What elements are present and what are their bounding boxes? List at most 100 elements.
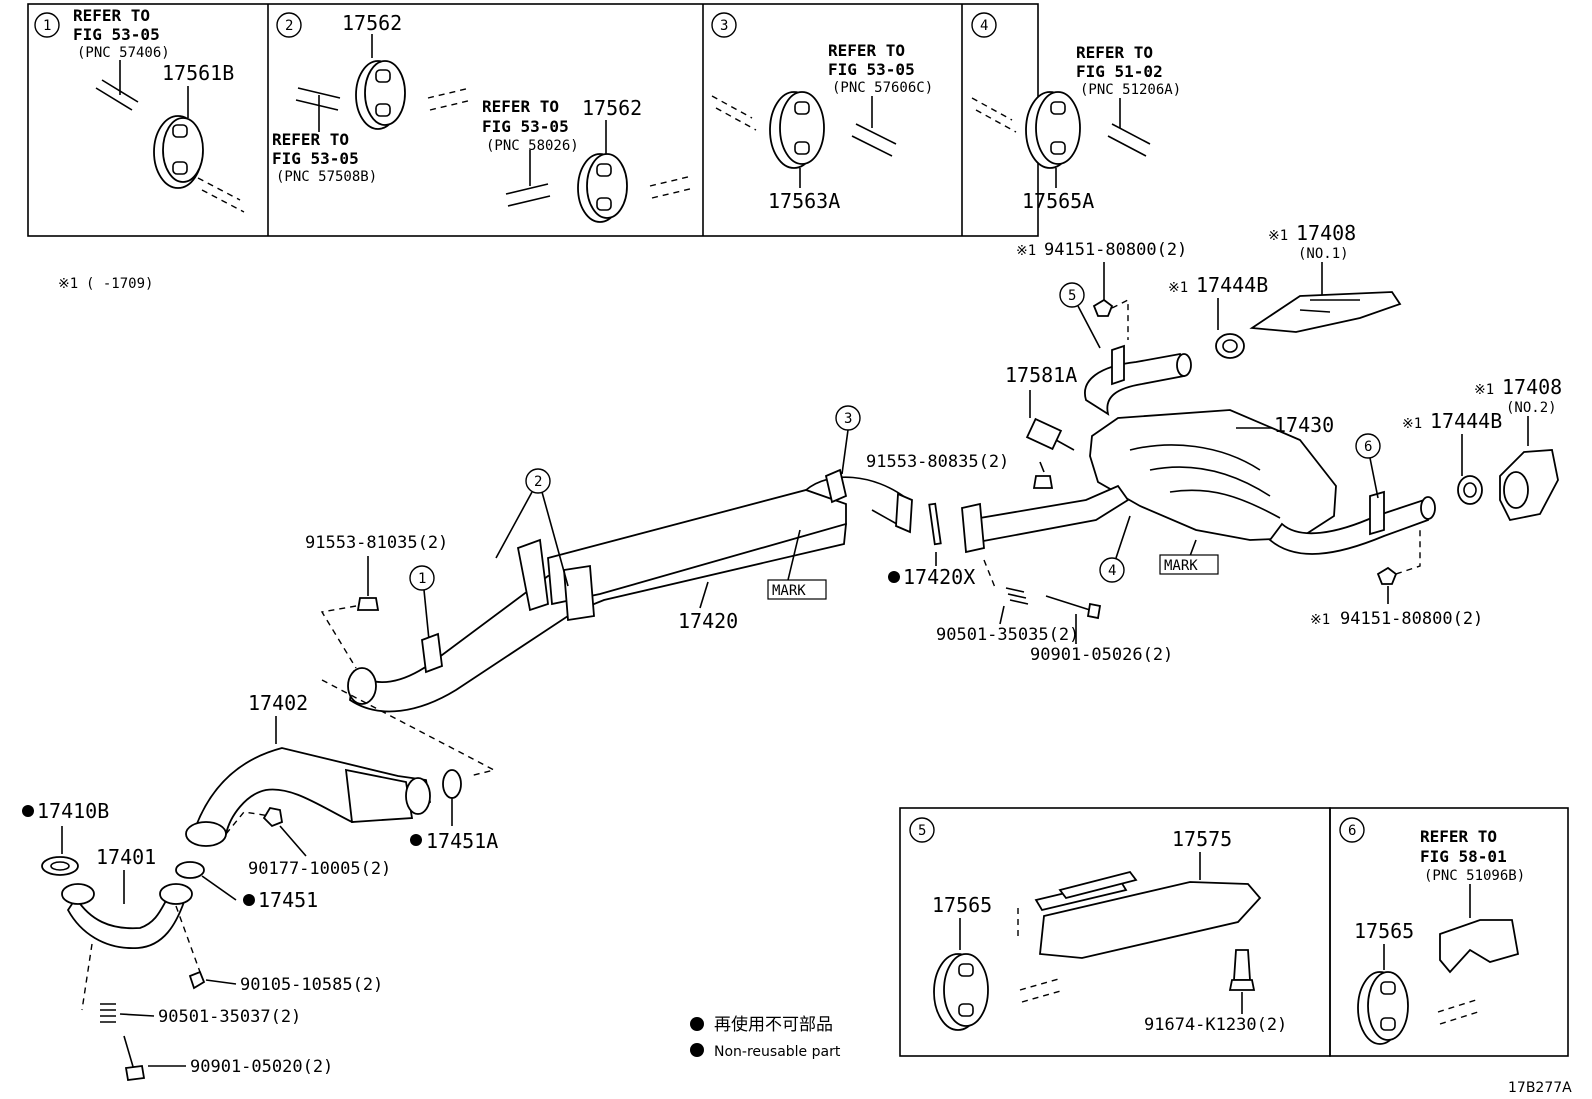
callout-3: 3 xyxy=(844,411,852,427)
catalytic-converter xyxy=(344,768,414,823)
note-symbol-4: ※1 xyxy=(1474,382,1494,398)
label-90177: 90177-10005(2) xyxy=(248,859,391,879)
gasket-icon xyxy=(1457,475,1483,505)
label-91553-81035: 91553-81035(2) xyxy=(305,533,448,553)
nut-icon xyxy=(262,806,284,828)
inset-3-refer-line1: REFER TO xyxy=(828,41,905,60)
label-17410B: 17410B xyxy=(37,799,109,823)
gasket-icon xyxy=(1215,333,1245,359)
inset-4-refer-line1: REFER TO xyxy=(1076,43,1153,62)
non-reusable-dot xyxy=(410,834,422,846)
inset-6-refer-line3: (PNC 51096B) xyxy=(1424,868,1525,884)
inset-4-part: 17565A xyxy=(1022,189,1094,213)
label-17408-no2: 17408 xyxy=(1502,375,1562,399)
label-90901-05026: 90901-05026(2) xyxy=(1030,645,1173,665)
inset-5-part-17575: 17575 xyxy=(1172,827,1232,851)
gasket-icon xyxy=(41,856,79,876)
mark-label-2: MARK xyxy=(1164,558,1198,574)
rubber-hanger-icon xyxy=(933,953,989,1031)
label-17451: 17451 xyxy=(258,888,318,912)
hanger-bracket xyxy=(1439,919,1520,974)
inset-4-number: 4 xyxy=(980,18,988,34)
inset-3: 3 REFER TO FIG 53-05 (PNC 57606C) 17563A xyxy=(711,12,933,213)
mark-label-1: MARK xyxy=(772,583,806,599)
nut-icon xyxy=(1092,298,1114,317)
label-94151-top: 94151-80800(2) xyxy=(1044,240,1187,260)
inset-2: 2 17562 REFER TO FIG 53-05 (PNC 57508B) … xyxy=(272,11,695,223)
inset-1-refer-line3: (PNC 57406) xyxy=(77,45,170,61)
bolt-icon xyxy=(1233,949,1251,981)
inset-2-part-b: 17562 xyxy=(582,96,642,120)
note-symbol-1: ※1 xyxy=(1016,243,1036,259)
gasket-icon xyxy=(175,861,205,879)
note-symbol-5: ※1 xyxy=(1402,416,1422,432)
label-94151-bottom: 94151-80800(2) xyxy=(1340,609,1483,629)
label-90501-35037: 90501-35037(2) xyxy=(158,1007,301,1027)
inset-3-number: 3 xyxy=(720,18,728,34)
callout-6: 6 xyxy=(1364,439,1372,455)
inset-3-part: 17563A xyxy=(768,189,840,213)
bolt-icon xyxy=(124,1064,146,1082)
front-section: 17402 90177-10005(2) 17451A 17410B 17401 xyxy=(22,679,498,1082)
figure-code: 17B277A xyxy=(1508,1080,1572,1096)
inset-4-refer-line3: (PNC 51206A) xyxy=(1080,82,1181,98)
sensor-icon xyxy=(1025,417,1063,451)
legend-dot xyxy=(690,1017,704,1031)
label-17408-no1: 17408 xyxy=(1296,221,1356,245)
inset-1: 1 REFER TO FIG 53-05 (PNC 57406) 17561B xyxy=(34,6,245,213)
non-reusable-dot xyxy=(243,894,255,906)
legend-en: Non-reusable part xyxy=(714,1044,841,1060)
inset-2-refer-b-line2: FIG 53-05 xyxy=(482,117,569,136)
inset-3-refer-line2: FIG 53-05 xyxy=(828,60,915,79)
label-17444B-top: 17444B xyxy=(1196,273,1268,297)
rubber-hanger-icon xyxy=(153,115,204,189)
callout-5: 5 xyxy=(1068,288,1076,304)
inset-5-part-17565: 17565 xyxy=(932,893,992,917)
hanger-bracket xyxy=(1039,881,1262,959)
label-no1: (NO.1) xyxy=(1298,246,1349,262)
spring-icon xyxy=(1005,587,1029,605)
legend: 再使用不可部品 Non-reusable part xyxy=(690,1014,841,1060)
tail-pipe-right xyxy=(1268,498,1430,555)
non-reusable-dot xyxy=(888,571,900,583)
label-17430: 17430 xyxy=(1274,413,1334,437)
rubber-hanger-icon xyxy=(577,153,628,223)
label-91553-80835: 91553-80835(2) xyxy=(866,452,1009,472)
inset-5-part-91674: 91674-K1230(2) xyxy=(1144,1015,1287,1035)
bolt-icon xyxy=(356,597,380,611)
inset-2-refer-a-line3: (PNC 57508B) xyxy=(276,169,377,185)
label-90105: 90105-10585(2) xyxy=(240,975,383,995)
note-symbol-2: ※1 xyxy=(1268,228,1288,244)
note-symbol-3: ※1 xyxy=(1168,280,1188,296)
bolt-icon xyxy=(1032,475,1054,489)
inset-1-part: 17561B xyxy=(162,61,234,85)
inset-1-number: 1 xyxy=(43,18,51,34)
inset-4: 4 REFER TO FIG 51-02 (PNC 51206A) 17565A xyxy=(971,12,1181,213)
bolt-icon xyxy=(188,970,206,990)
label-90501-35035: 90501-35035(2) xyxy=(936,625,1079,645)
rubber-hanger-icon xyxy=(769,91,825,169)
callout-1: 1 xyxy=(418,571,426,587)
inset-1-refer-line2: FIG 53-05 xyxy=(73,25,160,44)
bolt-head-icon xyxy=(1228,979,1256,991)
non-reusable-dot xyxy=(22,805,34,817)
label-17420X: 17420X xyxy=(903,565,975,589)
inset-5-number: 5 xyxy=(918,823,926,839)
inset-2-refer-b-line3: (PNC 58026) xyxy=(486,138,579,154)
inset-6-number: 6 xyxy=(1348,823,1356,839)
inset-6-refer-line1: REFER TO xyxy=(1420,827,1497,846)
inset-6-part: 17565 xyxy=(1354,919,1414,943)
intermediate-pipe xyxy=(966,484,1130,544)
callout-4: 4 xyxy=(1108,563,1116,579)
label-17402: 17402 xyxy=(248,691,308,715)
legend-jp: 再使用不可部品 xyxy=(714,1014,833,1035)
gasket-17420X-icon xyxy=(928,502,942,546)
gasket-icon xyxy=(442,769,462,799)
spring-icon xyxy=(100,1003,116,1023)
inset-2-refer-b-line1: REFER TO xyxy=(482,97,559,116)
note-symbol: ※1 xyxy=(58,276,78,292)
label-17444B-right: 17444B xyxy=(1430,409,1502,433)
inset-5: 5 17575 17565 91674-K1230(2) xyxy=(899,807,1331,1057)
label-17451A: 17451A xyxy=(426,829,498,853)
note-symbol-6: ※1 xyxy=(1310,612,1330,628)
